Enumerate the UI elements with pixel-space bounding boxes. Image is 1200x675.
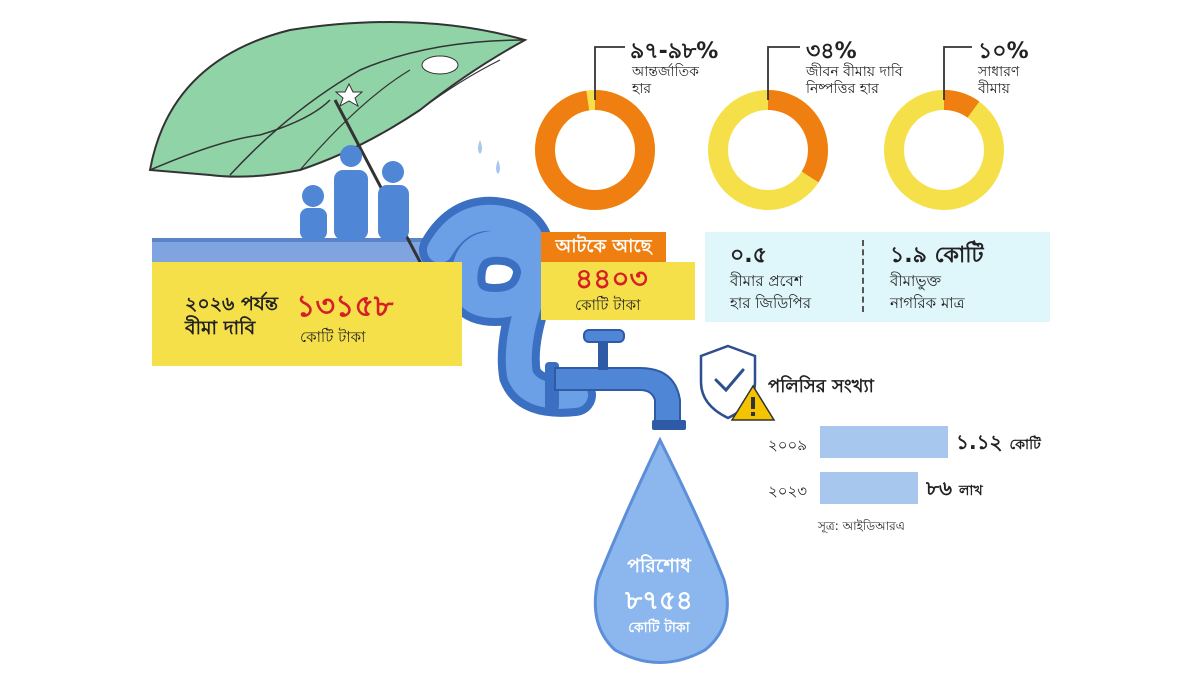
bar-2009-value: ১.১২: [956, 430, 1003, 454]
water-drop-icon: [593, 436, 729, 664]
donut-life-line2: নিষ্পত্তির হার: [806, 81, 879, 97]
donut-track-2: [884, 90, 1004, 210]
claim-label-line1: ২০২৬ পর্যন্ত: [185, 293, 278, 315]
donut-international-line2: হার: [632, 81, 652, 97]
donut-life-value: ৩৪%: [806, 39, 857, 64]
donut-general-line2: বীমায়: [978, 81, 1010, 97]
bar-2023-year: ২০২৩: [768, 482, 808, 500]
stuck-unit: কোটি টাকা: [575, 296, 641, 314]
donut-life-label: জীবন বীমায় দাবি নিষ্পত্তির হার: [806, 64, 903, 98]
stat-penetration-value: ০.৫: [730, 243, 767, 268]
bar-2023-value-group: ৮৬ লাখ: [926, 474, 983, 507]
stuck-value: ৪৪০৩: [575, 262, 648, 295]
bar-2009: [820, 426, 948, 458]
settled-value: ৮৭৫৪: [625, 586, 693, 616]
claim-label: ২০২৬ পর্যন্ত বীমা দাবি: [185, 292, 278, 340]
bar-2023: [820, 472, 918, 504]
donut-international-label: আন্তর্জাতিক হার: [632, 64, 699, 98]
donut-general-value: ১০%: [978, 39, 1029, 64]
people-icon: [300, 145, 409, 240]
bar-2023-value: ৮৬: [926, 476, 952, 500]
policy-title: পলিসির সংখ্যা: [768, 376, 874, 397]
stuck-header: আটকে আছে: [541, 232, 666, 262]
umbrella-icon: [148, 21, 528, 336]
donut-leader-lines: [594, 46, 972, 100]
settled-unit: কোটি টাকা: [628, 620, 690, 636]
stat-penetration-line2: হার জিডিপির: [730, 294, 812, 312]
warning-icon: [730, 384, 776, 421]
donut-charts: [535, 90, 1004, 210]
source-note: সূত্র: আইডিআরএ: [818, 519, 905, 533]
donut-international-line1: আন্তর্জাতিক: [632, 64, 699, 80]
pipe-knot-icon: [419, 196, 596, 417]
donut-general-label: সাধারণ বীমায়: [978, 64, 1019, 98]
donut-life-line1: জীবন বীমায় দাবি: [806, 64, 903, 80]
stat-insured-value: ১.৯ কোটি: [890, 243, 984, 268]
bar-2009-value-group: ১.১২ কোটি: [956, 428, 1041, 461]
donut-segment-0: [535, 90, 655, 210]
stat-insured-label: বীমাভুক্ত নাগরিক মাত্র: [890, 270, 965, 314]
stuck-panel: [541, 262, 695, 320]
stat-penetration-label: বীমার প্রবেশ হার জিডিপির: [730, 270, 811, 314]
stat-insured-line1: বীমাভুক্ত: [890, 272, 942, 290]
bar-2009-unit: কোটি: [1009, 437, 1041, 453]
claim-value: ১৩১৫৮: [296, 289, 394, 324]
settled-label: পরিশোধ: [627, 555, 691, 577]
stats-divider: [862, 240, 864, 312]
stat-penetration-line1: বীমার প্রবেশ: [730, 272, 803, 290]
claim-unit: কোটি টাকা: [300, 328, 366, 346]
claim-label-line2: বীমা দাবি: [185, 317, 256, 339]
tap-icon: [545, 329, 686, 430]
bar-2023-unit: লাখ: [958, 483, 983, 499]
stats-panel: [705, 232, 1050, 322]
donut-general-line1: সাধারণ: [978, 64, 1020, 80]
stat-insured-line2: নাগরিক মাত্র: [890, 294, 965, 312]
donut-international-value: ৯৭-৯৮%: [630, 39, 719, 64]
bar-2009-year: ২০০৯: [768, 436, 807, 454]
claim-panel: [152, 262, 462, 366]
